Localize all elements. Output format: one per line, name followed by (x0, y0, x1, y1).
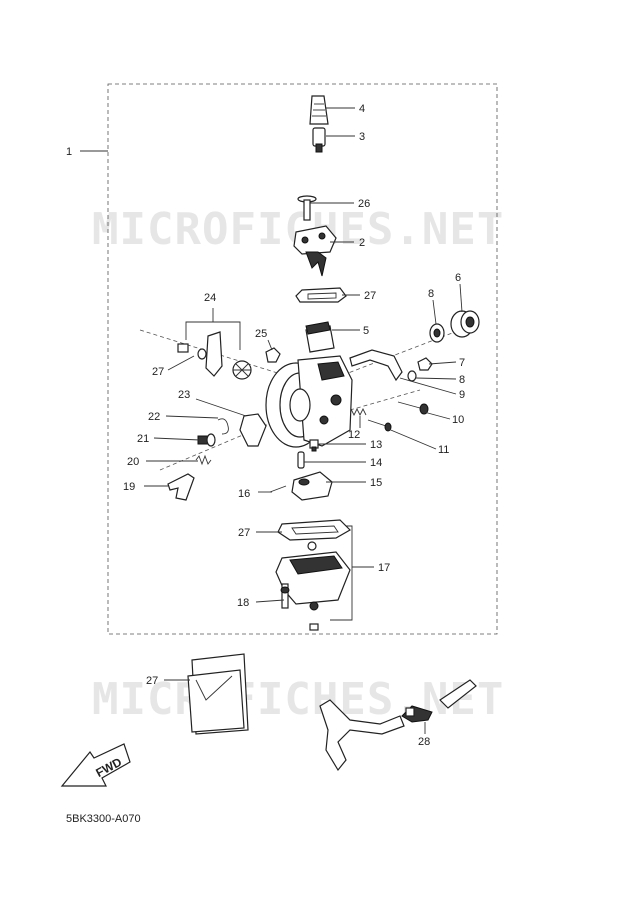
callout-13: 13 (370, 439, 382, 451)
float-pin-part (269, 485, 287, 493)
fuel-fitting-part (401, 705, 433, 723)
callout-8-lower: 8 (459, 374, 465, 386)
callout-5: 5 (363, 325, 369, 337)
callout-19: 19 (123, 481, 135, 493)
screw-21-part (197, 433, 216, 447)
callout-8-upper: 8 (428, 288, 434, 300)
callout-22: 22 (148, 411, 160, 423)
callout-23: 23 (178, 389, 190, 401)
callout-10: 10 (452, 414, 464, 426)
callout-17: 17 (378, 562, 390, 574)
lever-plate-part (239, 413, 267, 447)
watermark-bottom: MICROFICHES.NET (92, 674, 504, 725)
callout-12: 12 (348, 429, 360, 441)
diagram-code: 5BK3300-A070 (66, 813, 141, 825)
o-ring-part (307, 541, 317, 551)
throttle-stop-screw-part (397, 401, 429, 415)
nut-small-part (265, 347, 281, 363)
float-part (291, 471, 333, 501)
callout-16: 16 (238, 488, 250, 500)
fuel-hose-part (319, 679, 477, 772)
float-bowl-gasket-part (277, 519, 351, 541)
lever-19-part (167, 473, 195, 501)
callout-27-left: 27 (152, 366, 164, 378)
cable-bracket-part (349, 349, 403, 382)
callout-9: 9 (459, 389, 465, 401)
callout-28: 28 (418, 736, 430, 748)
callout-26: 26 (358, 198, 370, 210)
main-jet-part (309, 439, 319, 452)
pilot-screw-part (367, 419, 392, 432)
adjuster-part (312, 127, 326, 153)
bowl-plug-part (309, 623, 319, 631)
callout-18: 18 (237, 597, 249, 609)
forward-direction-arrow: FWD (60, 743, 131, 787)
callout-21: 21 (137, 433, 149, 445)
callout-11: 11 (438, 444, 449, 456)
callout-7: 7 (459, 357, 465, 369)
spring-20-part (195, 454, 212, 466)
needle-jet-part (297, 451, 305, 469)
callout-3: 3 (359, 131, 365, 143)
callout-27-upper: 27 (364, 290, 376, 302)
drain-screw-part (280, 583, 290, 609)
callout-6: 6 (455, 272, 461, 284)
nut-part (417, 357, 433, 371)
screw-top-part (297, 195, 317, 221)
ring-cap-part (450, 310, 480, 338)
gasket-top-part (295, 287, 347, 303)
axis-line-needle (349, 389, 421, 411)
callout-2: 2 (359, 237, 365, 249)
carburetor-body-part (265, 355, 353, 448)
rubber-cap-part (309, 95, 329, 125)
axis-line-right (329, 329, 461, 381)
carburetor-top-cover-part (293, 225, 337, 277)
spring-clip-part (217, 418, 229, 435)
callout-14: 14 (370, 457, 382, 469)
callout-1: 1 (66, 146, 72, 158)
assembly-frame (107, 83, 498, 635)
throttle-valve-part (305, 321, 335, 353)
callout-15: 15 (370, 477, 382, 489)
callout-20: 20 (127, 456, 139, 468)
washer-upper-part (429, 323, 445, 343)
starter-lever-assembly-part (177, 308, 252, 380)
float-bowl-part (275, 551, 351, 611)
washer-lower-part (407, 370, 417, 382)
callout-24: 24 (204, 292, 216, 304)
callout-25: 25 (255, 328, 267, 340)
callout-27-gasket: 27 (238, 527, 250, 539)
callout-27-kit: 27 (146, 675, 158, 687)
callout-4: 4 (359, 103, 365, 115)
gasket-kit-bag-part (187, 653, 249, 735)
